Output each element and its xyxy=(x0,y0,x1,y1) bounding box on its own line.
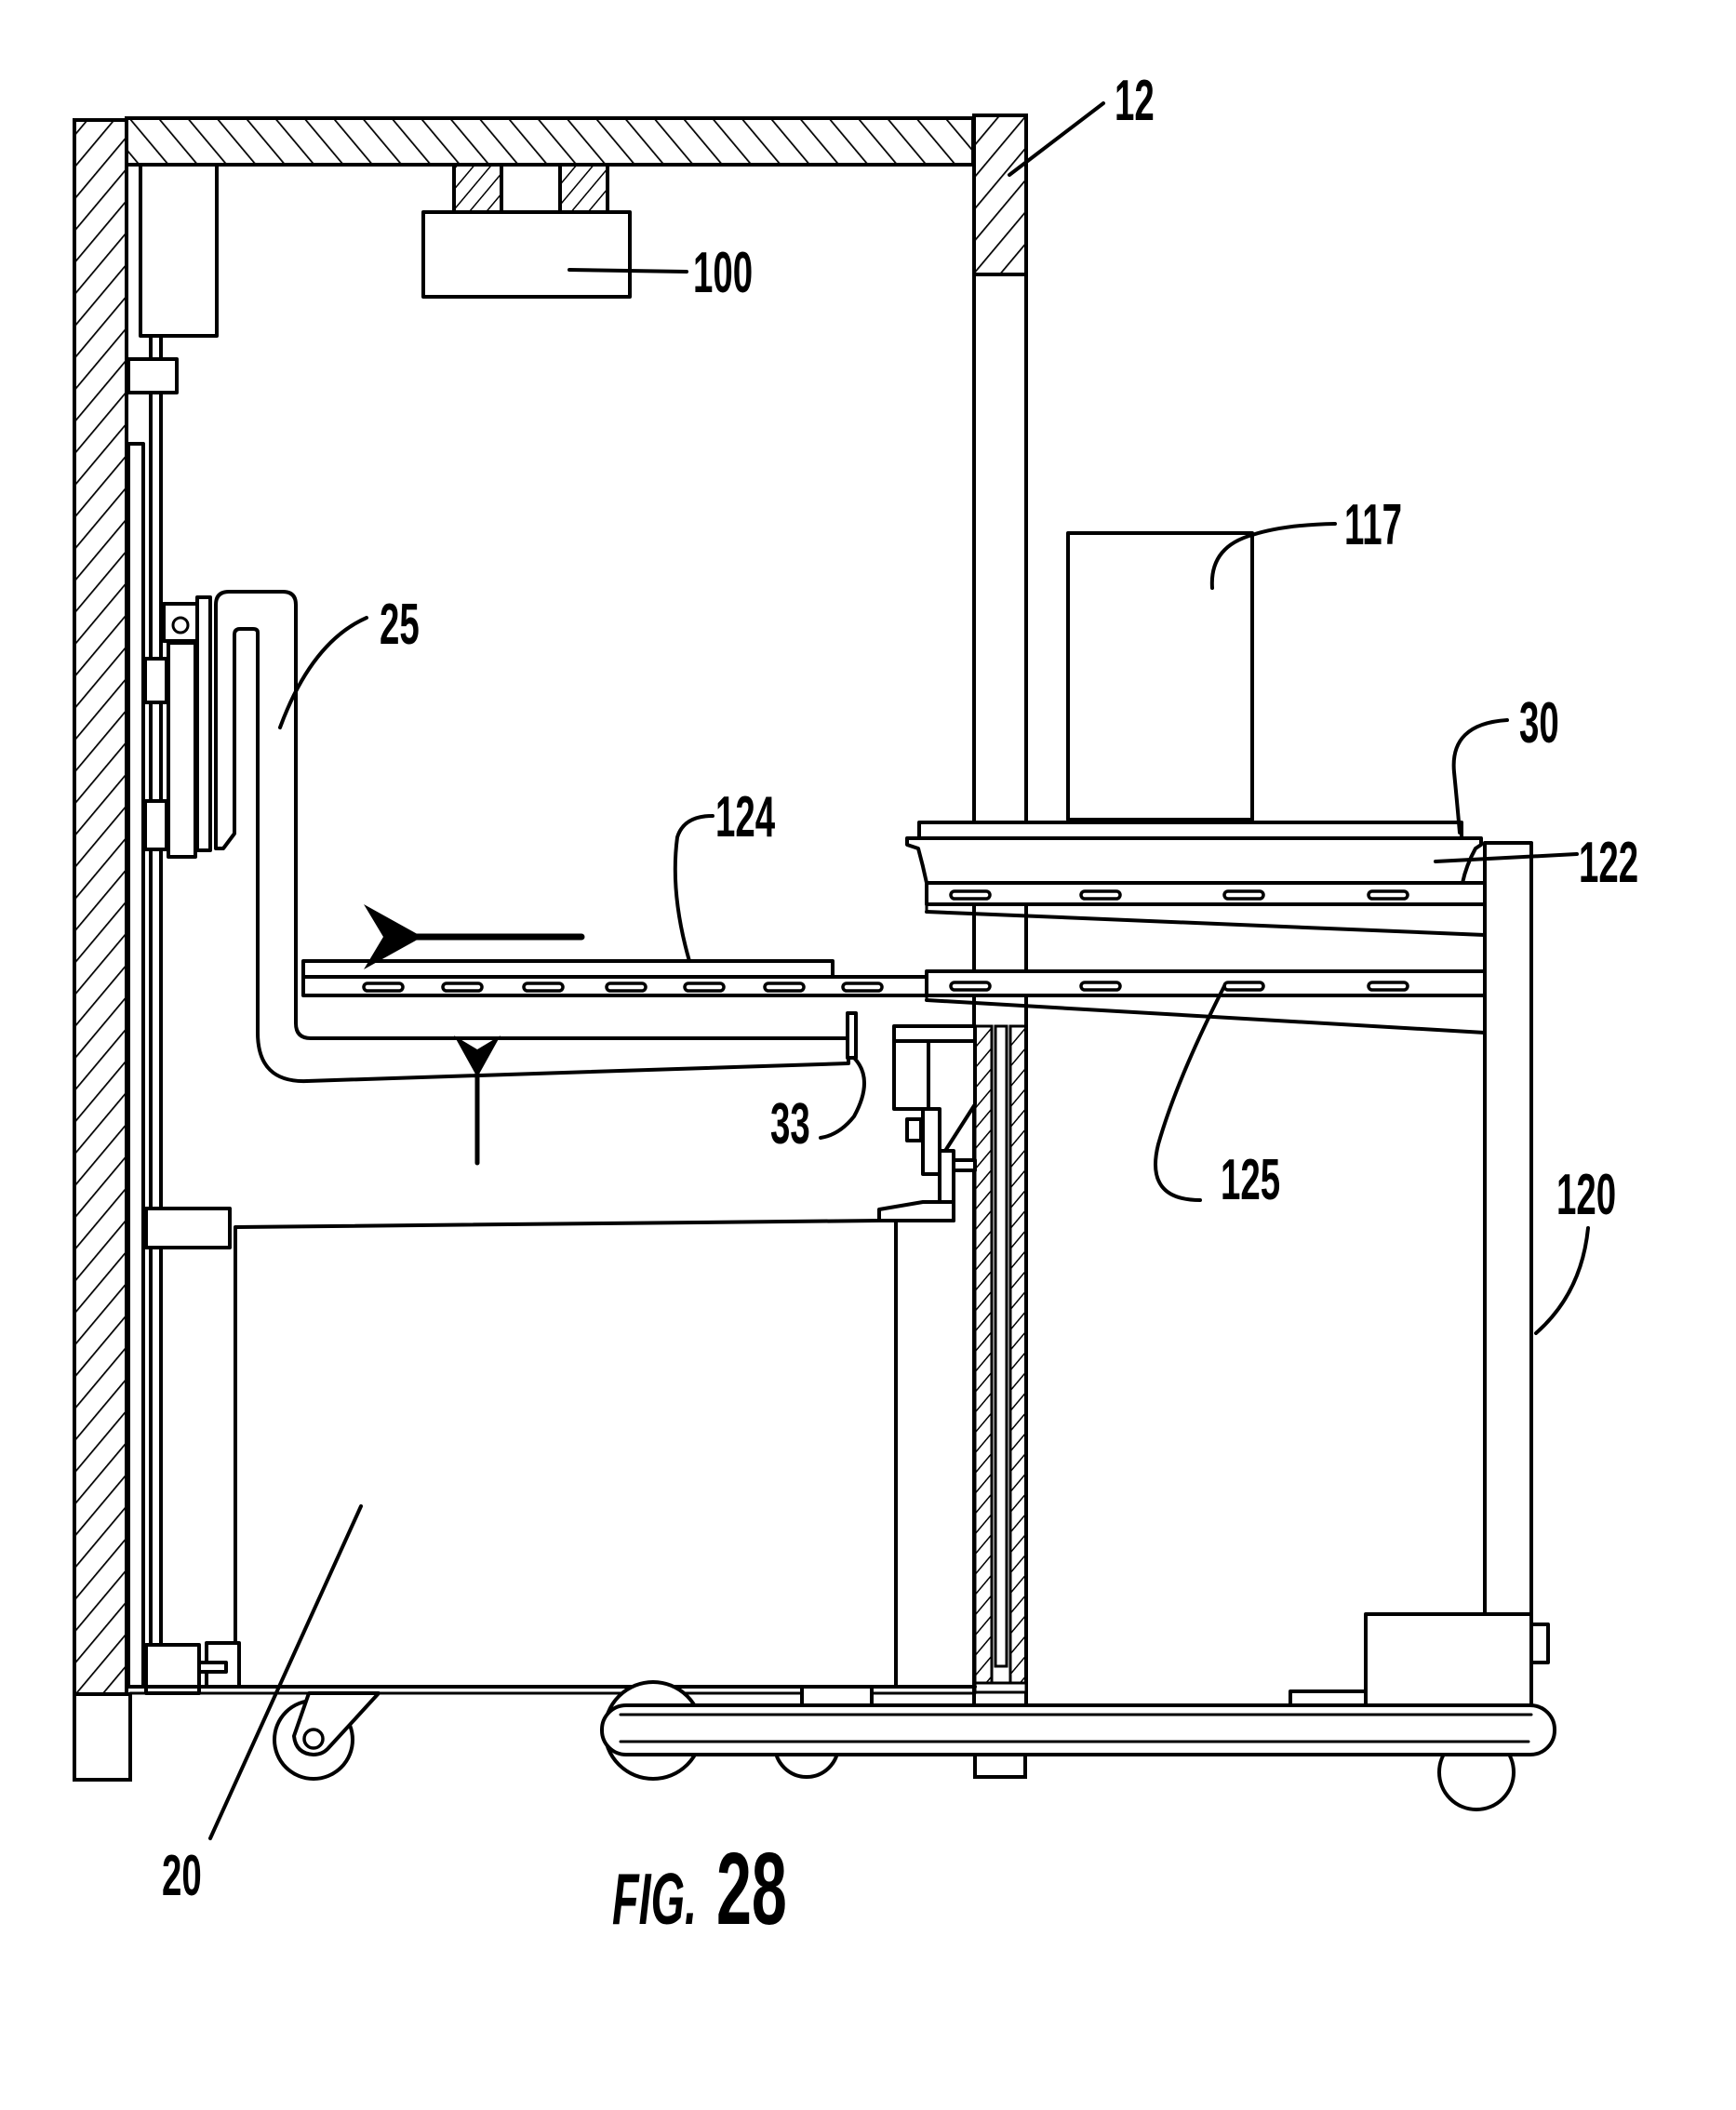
label-cart-bin: 20 xyxy=(162,1843,202,1908)
bottom-bracket xyxy=(146,1209,230,1248)
mech-link xyxy=(923,1109,940,1174)
lift-motor-box xyxy=(140,165,217,336)
label-rail: 125 xyxy=(1221,1147,1280,1212)
rail-plate xyxy=(128,444,143,1687)
bin-latch-pin xyxy=(199,1663,226,1672)
rail-slot xyxy=(685,983,724,991)
housing-right-foot xyxy=(975,1755,1025,1777)
rail-slot xyxy=(1224,891,1263,899)
cart-bin-body xyxy=(235,1221,896,1687)
lift-rail xyxy=(128,165,230,1693)
housing-right-wall-core xyxy=(995,1026,1007,1666)
rail-slot xyxy=(1369,891,1408,899)
upper-tray xyxy=(919,822,1462,838)
housing-right-wall-lower-b xyxy=(1010,1026,1026,1683)
mech-top-band xyxy=(894,1026,975,1041)
mech-tab xyxy=(907,1119,921,1141)
camera-assembly xyxy=(423,165,630,297)
delivery-cart xyxy=(602,533,1555,1810)
label-housing: 12 xyxy=(1115,68,1155,133)
rail-slot xyxy=(951,982,990,990)
release-mechanism xyxy=(879,1026,975,1221)
housing-right-wall-lower-a xyxy=(975,1026,992,1683)
rail-slot xyxy=(1081,891,1120,899)
rail-slot xyxy=(607,983,646,991)
housing-top-beam xyxy=(127,118,973,165)
housing-left-foot xyxy=(74,1694,130,1780)
mech-left-block xyxy=(894,1041,928,1109)
carriage-block-upper xyxy=(145,659,167,702)
cart-column xyxy=(1485,843,1531,1614)
leader-cart-column xyxy=(1536,1228,1588,1333)
housing-left-wall xyxy=(74,120,127,1694)
label-clip: 33 xyxy=(770,1091,810,1156)
leader-transfer-tray xyxy=(675,816,713,961)
cart-bin xyxy=(130,1221,975,1779)
figure-prefix: FIG. xyxy=(612,1859,697,1940)
transfer-tray-body xyxy=(303,961,833,977)
rail-slot xyxy=(765,983,804,991)
leader-camera xyxy=(569,270,687,272)
rail-slot xyxy=(443,983,482,991)
mech-foot xyxy=(879,1202,954,1221)
caster-hub xyxy=(304,1729,323,1748)
tray-liner xyxy=(907,838,1481,883)
transfer-tray xyxy=(303,961,927,995)
cart-base-bar xyxy=(602,1705,1555,1755)
rail-slot xyxy=(951,891,990,899)
rail-slot xyxy=(1369,982,1408,990)
label-camera: 100 xyxy=(693,240,753,305)
rail-slot xyxy=(364,983,403,991)
camera-body xyxy=(423,212,630,297)
camera-mount-left xyxy=(454,165,501,212)
housing-right-wall-base xyxy=(975,1683,1026,1692)
mech-pin xyxy=(954,1160,975,1170)
leader-lift-arm xyxy=(280,618,367,728)
rail-slot xyxy=(1081,982,1120,990)
leader-clip xyxy=(821,1058,864,1138)
rail-slot xyxy=(524,983,563,991)
carriage-bar xyxy=(197,597,210,850)
label-carton: 117 xyxy=(1344,492,1402,557)
pulley-icon xyxy=(173,618,188,633)
rail-slot xyxy=(1224,982,1263,990)
clip xyxy=(848,1013,856,1058)
rail-support xyxy=(927,912,1485,935)
figure-number: 28 xyxy=(716,1832,787,1946)
carriage-block-lower xyxy=(145,801,167,849)
camera-mount-right xyxy=(560,165,608,212)
leader-tray-upper xyxy=(1454,720,1507,833)
housing-right-wall-upper xyxy=(974,115,1026,274)
figure-title: FIG. 28 xyxy=(612,1832,787,1946)
housing xyxy=(74,115,1026,1780)
carriage-plate xyxy=(168,643,195,857)
side-tab xyxy=(1531,1624,1548,1663)
label-cart-column: 120 xyxy=(1556,1162,1616,1227)
carton xyxy=(1068,533,1252,820)
label-tray-upper: 30 xyxy=(1519,690,1559,755)
label-lift-arm: 25 xyxy=(380,592,420,657)
label-tray-liner: 122 xyxy=(1579,830,1638,895)
rail-slot xyxy=(843,983,882,991)
floor-ramp xyxy=(802,1687,872,1705)
label-transfer-tray: 124 xyxy=(715,784,775,849)
rail-collar xyxy=(128,359,177,393)
